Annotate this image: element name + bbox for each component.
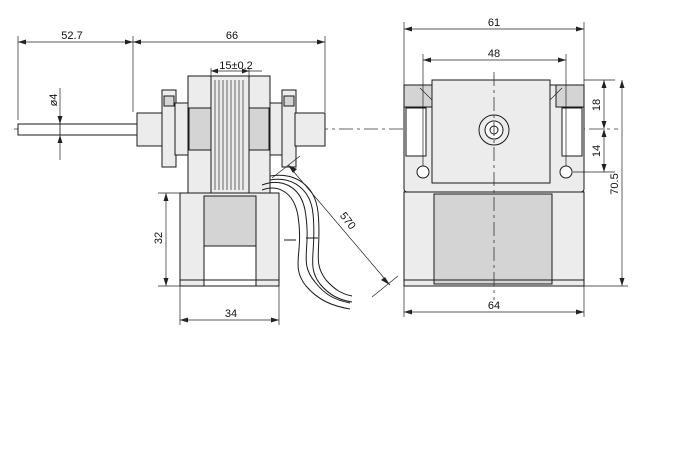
dim-label-shaft-diameter: ø4 (48, 94, 60, 107)
dim-vertical-offsets: 18 14 (573, 79, 615, 173)
coil (179, 192, 280, 287)
dim-stack: 15±0.2 (210, 60, 262, 76)
dim-coil-width: 34 (179, 286, 280, 325)
dim-top-width: 61 (403, 17, 585, 85)
dim-label-offset-upper: 18 (591, 99, 603, 111)
mount-hole-right (559, 165, 573, 179)
mount-hole-left (416, 165, 430, 179)
dim-label-coil-width: 34 (225, 308, 237, 320)
dim-label-shaft-length: 52.7 (61, 30, 82, 42)
dim-label-mount-spacing: 48 (488, 48, 500, 60)
front-view: 61 48 18 14 70.5 (403, 17, 628, 317)
dim-shaft-diameter: ø4 (48, 88, 63, 160)
lamination-stack (187, 75, 271, 195)
dim-label-overall-length: 66 (226, 30, 238, 42)
dim-label-top-width: 61 (488, 17, 500, 29)
right-bearing-hub (269, 89, 326, 168)
dim-label-lead-length: 570 (337, 210, 358, 232)
lead-wires (261, 174, 353, 310)
dim-overall-height: 70.5 (584, 80, 628, 287)
left-bearing-hub (136, 89, 189, 168)
dim-coil-height: 32 (153, 192, 180, 287)
shaft (17, 123, 139, 136)
dim-label-base-width: 64 (488, 300, 500, 312)
dim-label-stack: 15±0.2 (219, 60, 253, 72)
side-view: 52.7 66 15±0.2 ø4 (17, 30, 399, 325)
dim-overall-length: 66 (133, 30, 326, 112)
dim-mount-spacing: 48 (422, 48, 567, 166)
dim-label-offset-lower: 14 (591, 145, 603, 157)
dim-shaft-length: 52.7 (17, 30, 134, 120)
dim-label-overall-height: 70.5 (609, 173, 621, 194)
dim-label-coil-height: 32 (153, 232, 165, 244)
dim-base-width: 64 (403, 286, 585, 317)
